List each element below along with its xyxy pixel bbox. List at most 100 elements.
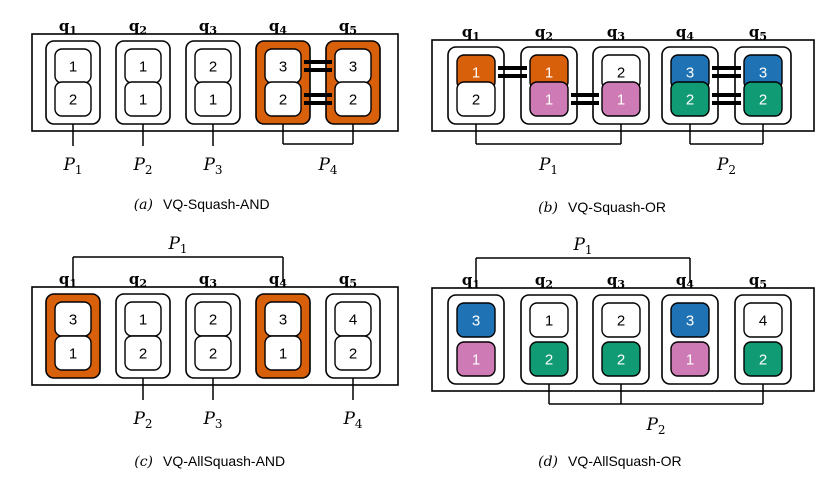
qubit-label-sub: 5 bbox=[759, 30, 767, 43]
caption-letter: (b) bbox=[538, 200, 558, 216]
param-a-2: P2 bbox=[132, 124, 153, 177]
qubit-a-5: q5 3 2 bbox=[325, 17, 381, 125]
caption-a: (a) VQ-Squash-AND bbox=[134, 196, 270, 213]
param-b-2: P2 bbox=[689, 124, 764, 177]
cell-value: 2 bbox=[209, 346, 217, 363]
qubit-label-sub: 2 bbox=[545, 278, 553, 291]
cell bbox=[743, 81, 783, 117]
param-label: P2 bbox=[716, 155, 736, 177]
caption-letter: (a) bbox=[134, 197, 153, 213]
cell bbox=[601, 81, 641, 117]
caption-text: VQ-AllSquash-AND bbox=[163, 453, 285, 469]
qubit-label-sub: 1 bbox=[472, 30, 480, 43]
cell-value: 1 bbox=[69, 346, 77, 363]
cell-value: 2 bbox=[617, 65, 625, 82]
param-label-sub: 4 bbox=[330, 163, 338, 177]
caption-c: (c) VQ-AllSquash-AND bbox=[134, 453, 285, 470]
caption-b: (b)VQ-Squash-OR bbox=[538, 199, 666, 216]
qubit-label: q4 bbox=[269, 17, 288, 37]
qubit-label: q3 bbox=[607, 271, 625, 291]
cell bbox=[194, 335, 232, 371]
qubit-label-sub: 2 bbox=[139, 24, 147, 37]
qubit-label: q2 bbox=[535, 23, 553, 43]
qubit-label-sub: 5 bbox=[349, 24, 357, 37]
qubit-label: q4 bbox=[676, 23, 695, 43]
qubit-b-2: q2 1 1 bbox=[520, 23, 578, 125]
cell bbox=[743, 302, 783, 338]
caption-letter: (d) bbox=[538, 454, 558, 470]
param-label: P1 bbox=[167, 234, 187, 256]
qubit-label-sub: 3 bbox=[209, 277, 217, 290]
qubit-label-sub: 1 bbox=[69, 24, 77, 37]
qubit-label-sub: 2 bbox=[545, 30, 553, 43]
cell-value: 2 bbox=[686, 92, 694, 109]
cell-value: 2 bbox=[617, 313, 625, 330]
cell-value: 3 bbox=[349, 59, 357, 76]
cell-value: 1 bbox=[545, 65, 553, 82]
qubit-label-sub: 3 bbox=[617, 278, 625, 291]
qubit-label-sub: 4 bbox=[686, 278, 694, 291]
cell-value: 3 bbox=[759, 65, 767, 82]
cell-value: 1 bbox=[472, 65, 480, 82]
qubit-label-sub: 4 bbox=[279, 277, 287, 290]
param-a-4: P4 bbox=[282, 124, 354, 177]
panel-d: q131q212q322q431q542P1P2(d)VQ-AllSquash-… bbox=[431, 235, 815, 470]
cell-value: 1 bbox=[545, 313, 553, 330]
cell-value: 1 bbox=[686, 352, 694, 369]
qubit-label-sub: 4 bbox=[686, 30, 694, 43]
caption-letter: (c) bbox=[134, 454, 153, 470]
cell-value: 1 bbox=[209, 92, 217, 109]
qubit-label: q4 bbox=[269, 270, 288, 290]
param-label-sub: 2 bbox=[658, 423, 666, 437]
cell bbox=[670, 302, 710, 338]
param-label: P3 bbox=[202, 409, 222, 431]
cell-value: 1 bbox=[472, 352, 480, 369]
cell-value: 2 bbox=[69, 92, 77, 109]
param-label-sub: 3 bbox=[215, 163, 223, 177]
param-label: P1 bbox=[62, 155, 82, 177]
param-c-1: P1 bbox=[72, 234, 284, 282]
param-label: P4 bbox=[342, 409, 362, 431]
cell-value: 2 bbox=[349, 346, 357, 363]
qubit-label: q1 bbox=[462, 271, 480, 291]
qubit-label-sub: 4 bbox=[279, 24, 287, 37]
cell-value: 2 bbox=[279, 92, 287, 109]
cell-value: 3 bbox=[69, 312, 77, 329]
cell bbox=[743, 341, 783, 377]
cell bbox=[124, 81, 162, 117]
param-c-3: P3 bbox=[202, 378, 223, 431]
cell-value: 2 bbox=[139, 346, 147, 363]
param-label: P1 bbox=[572, 235, 592, 257]
param-label: P3 bbox=[202, 155, 222, 177]
cell bbox=[601, 341, 641, 377]
qubit-label: q5 bbox=[339, 17, 357, 37]
param-label-sub: 1 bbox=[180, 242, 188, 256]
param-label: P2 bbox=[132, 155, 152, 177]
qubit-label-sub: 1 bbox=[472, 278, 480, 291]
caption-text: VQ-Squash-AND bbox=[163, 196, 270, 212]
cell-value: 1 bbox=[545, 92, 553, 109]
qubit-label: q2 bbox=[535, 271, 553, 291]
param-b-1: P1 bbox=[475, 124, 622, 177]
cell-value: 1 bbox=[617, 92, 625, 109]
qubit-label: q3 bbox=[199, 270, 217, 290]
param-c-2: P2 bbox=[132, 378, 153, 431]
caption-text: VQ-AllSquash-OR bbox=[568, 453, 682, 469]
cell-value: 2 bbox=[759, 92, 767, 109]
cell bbox=[670, 81, 710, 117]
cell-value: 2 bbox=[349, 92, 357, 109]
cell-value: 1 bbox=[139, 92, 147, 109]
param-label-sub: 2 bbox=[728, 163, 736, 177]
